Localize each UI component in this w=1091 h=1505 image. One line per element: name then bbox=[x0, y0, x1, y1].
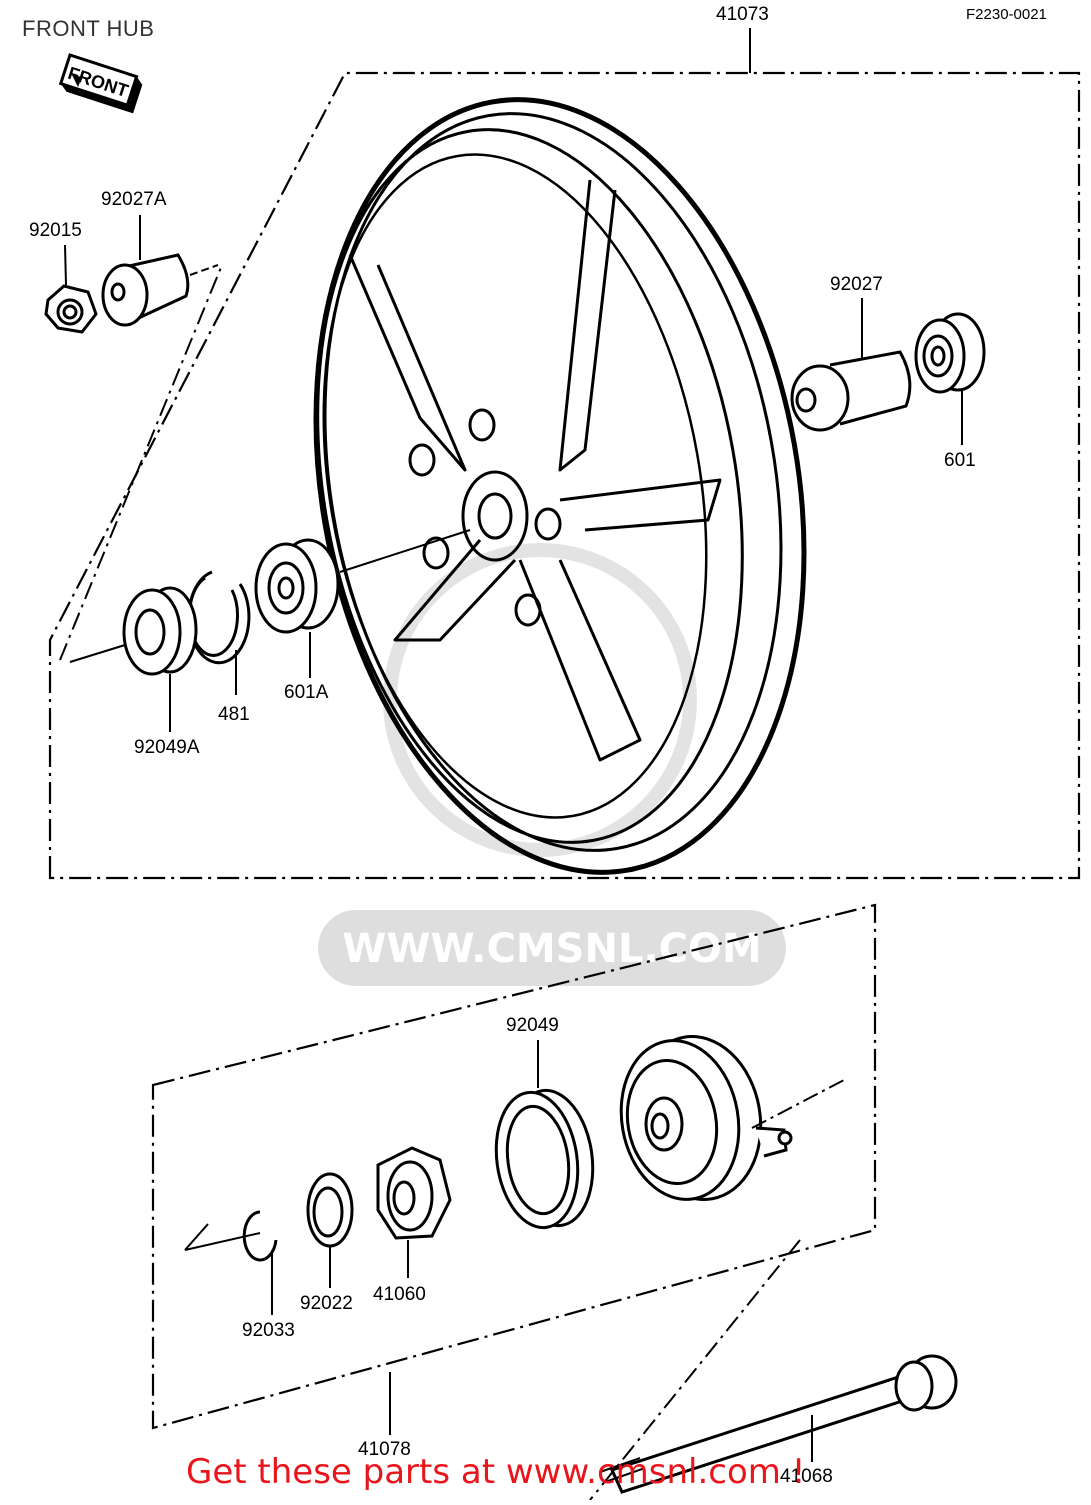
part-92049A-seal bbox=[122, 586, 198, 676]
part-92027-collar bbox=[790, 350, 912, 432]
part-481-circlip bbox=[187, 570, 251, 665]
label-41073: 41073 bbox=[716, 4, 769, 25]
label-92049: 92049 bbox=[506, 1015, 559, 1036]
label-92027A: 92027A bbox=[101, 189, 167, 210]
wheel-hub bbox=[408, 408, 562, 627]
label-92027: 92027 bbox=[830, 274, 883, 295]
part-labels: 41073 92027A 92015 92027 601 601A 481 92… bbox=[29, 4, 976, 1487]
page-title: FRONT HUB bbox=[22, 16, 155, 41]
part-92022-washer bbox=[306, 1172, 354, 1248]
label-41060: 41060 bbox=[373, 1284, 426, 1305]
part-92027A-collar bbox=[101, 253, 190, 327]
label-481: 481 bbox=[218, 704, 250, 725]
wheel-rim bbox=[313, 97, 807, 875]
front-direction-arrow: FRONT bbox=[58, 53, 143, 114]
part-601-bearing bbox=[914, 312, 986, 394]
label-92049A: 92049A bbox=[134, 737, 200, 758]
label-601A: 601A bbox=[284, 682, 329, 703]
label-41078: 41078 bbox=[358, 1439, 411, 1460]
parts-link-banner[interactable]: Get these parts at www.cmsnl.com ! bbox=[186, 1452, 806, 1492]
front-arrow-tip bbox=[72, 75, 82, 87]
part-92049-seal bbox=[494, 1088, 595, 1230]
part-41068-axle bbox=[599, 1354, 958, 1494]
lower-assembly-frame bbox=[151, 903, 877, 1430]
wheel-spokes bbox=[348, 179, 722, 762]
label-601: 601 bbox=[944, 450, 976, 471]
diagram-code: F2230-0021 bbox=[966, 6, 1047, 23]
upper-assembly-frame bbox=[48, 71, 1081, 880]
part-41060-gear bbox=[376, 1146, 452, 1240]
part-601A-bearing bbox=[254, 538, 340, 634]
hub-drum bbox=[619, 1035, 793, 1201]
watermark-text: WWW.CMSNL.COM bbox=[342, 926, 762, 972]
watermark: WWW.CMSNL.COM bbox=[318, 543, 786, 986]
axle-centerline bbox=[339, 529, 471, 573]
label-41068: 41068 bbox=[780, 1466, 833, 1487]
label-92033: 92033 bbox=[242, 1320, 295, 1341]
label-92015: 92015 bbox=[29, 220, 82, 241]
left-guide bbox=[59, 264, 223, 661]
label-92022: 92022 bbox=[300, 1293, 353, 1314]
part-92015-nut bbox=[44, 284, 98, 334]
